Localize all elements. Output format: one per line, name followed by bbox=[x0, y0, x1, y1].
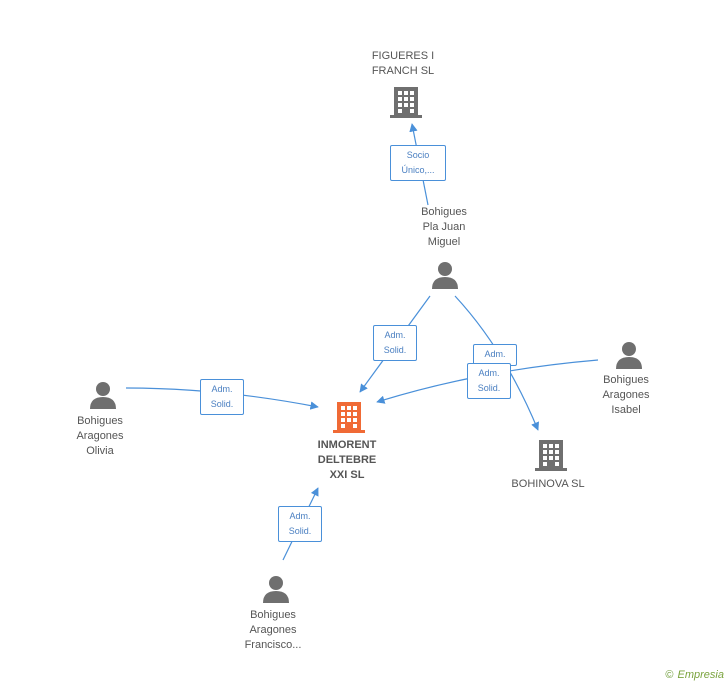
edge-label-line1: Adm. bbox=[384, 330, 406, 340]
node-line2: DELTEBRE bbox=[317, 454, 377, 466]
edge-label-line1: Adm. bbox=[289, 511, 311, 521]
person-icon[interactable] bbox=[614, 340, 644, 370]
node-line2: Aragones bbox=[76, 430, 124, 442]
brand-watermark: ©Empresia bbox=[665, 669, 724, 681]
node-bohigues-pla-label[interactable]: Bohigues Pla Juan Miguel bbox=[402, 205, 486, 250]
node-line3: XXI SL bbox=[329, 469, 365, 481]
edge-label-line1: Adm. bbox=[478, 368, 500, 378]
node-line2: Aragones bbox=[602, 389, 650, 401]
edge-label-line1: Socio bbox=[406, 150, 430, 160]
node-bohigues-isabel-label[interactable]: Bohigues Aragones Isabel bbox=[586, 373, 666, 418]
edge-label-line2: Solid. bbox=[288, 526, 312, 536]
brand-name: Empresia bbox=[677, 669, 724, 681]
edge-label-line1: Adm. bbox=[484, 349, 506, 359]
person-icon[interactable] bbox=[430, 260, 460, 290]
copyright-symbol: © bbox=[665, 669, 674, 681]
building-icon[interactable] bbox=[535, 438, 567, 472]
person-icon[interactable] bbox=[261, 574, 291, 604]
edge-label-line2: Único,... bbox=[401, 165, 435, 175]
node-line3: Francisco... bbox=[244, 639, 302, 651]
building-icon[interactable] bbox=[390, 85, 422, 119]
node-bohinova-label[interactable]: BOHINOVA SL bbox=[502, 477, 594, 492]
node-line1: BOHINOVA SL bbox=[511, 478, 585, 490]
node-figueres-label[interactable]: FIGUERES I FRANCH SL bbox=[362, 49, 444, 79]
node-figueres-line1: FIGUERES I bbox=[371, 50, 435, 62]
node-line2: Aragones bbox=[249, 624, 297, 636]
edge-label-adm-olivia-inmorent[interactable]: Adm. Solid. bbox=[200, 379, 244, 415]
node-line1: Bohigues bbox=[77, 415, 123, 427]
node-line3: Miguel bbox=[427, 236, 461, 248]
node-bohigues-francisco-label[interactable]: Bohigues Aragones Francisco... bbox=[230, 608, 316, 653]
edge-label-adm-francisco-inmorent[interactable]: Adm. Solid. bbox=[278, 506, 322, 542]
person-icon[interactable] bbox=[88, 380, 118, 410]
node-line3: Isabel bbox=[611, 404, 641, 416]
node-line1: Bohigues bbox=[603, 374, 649, 386]
edge-label-line2: Solid. bbox=[383, 345, 407, 355]
edge-label-line1: Adm. bbox=[211, 384, 233, 394]
node-line1: INMORENT bbox=[317, 439, 377, 451]
edge-label-adm-isabel-inmorent[interactable]: Adm. Solid. bbox=[467, 363, 511, 399]
edge-label-line2: Solid. bbox=[210, 399, 234, 409]
node-figueres-line2: FRANCH SL bbox=[371, 65, 435, 77]
node-line2: Pla Juan bbox=[422, 221, 466, 233]
edge-label-adm-pla-inmorent[interactable]: Adm. Solid. bbox=[373, 325, 417, 361]
edge-label-line2: Solid. bbox=[477, 383, 501, 393]
main-company-building-icon[interactable] bbox=[333, 400, 365, 434]
node-line3: Olivia bbox=[86, 445, 114, 457]
node-inmorent-label[interactable]: INMORENT DELTEBRE XXI SL bbox=[306, 438, 388, 483]
node-line1: Bohigues bbox=[421, 206, 467, 218]
node-bohigues-olivia-label[interactable]: Bohigues Aragones Olivia bbox=[60, 414, 140, 459]
node-line1: Bohigues bbox=[250, 609, 296, 621]
edge-label-socio-unico[interactable]: Socio Único,... bbox=[390, 145, 446, 181]
